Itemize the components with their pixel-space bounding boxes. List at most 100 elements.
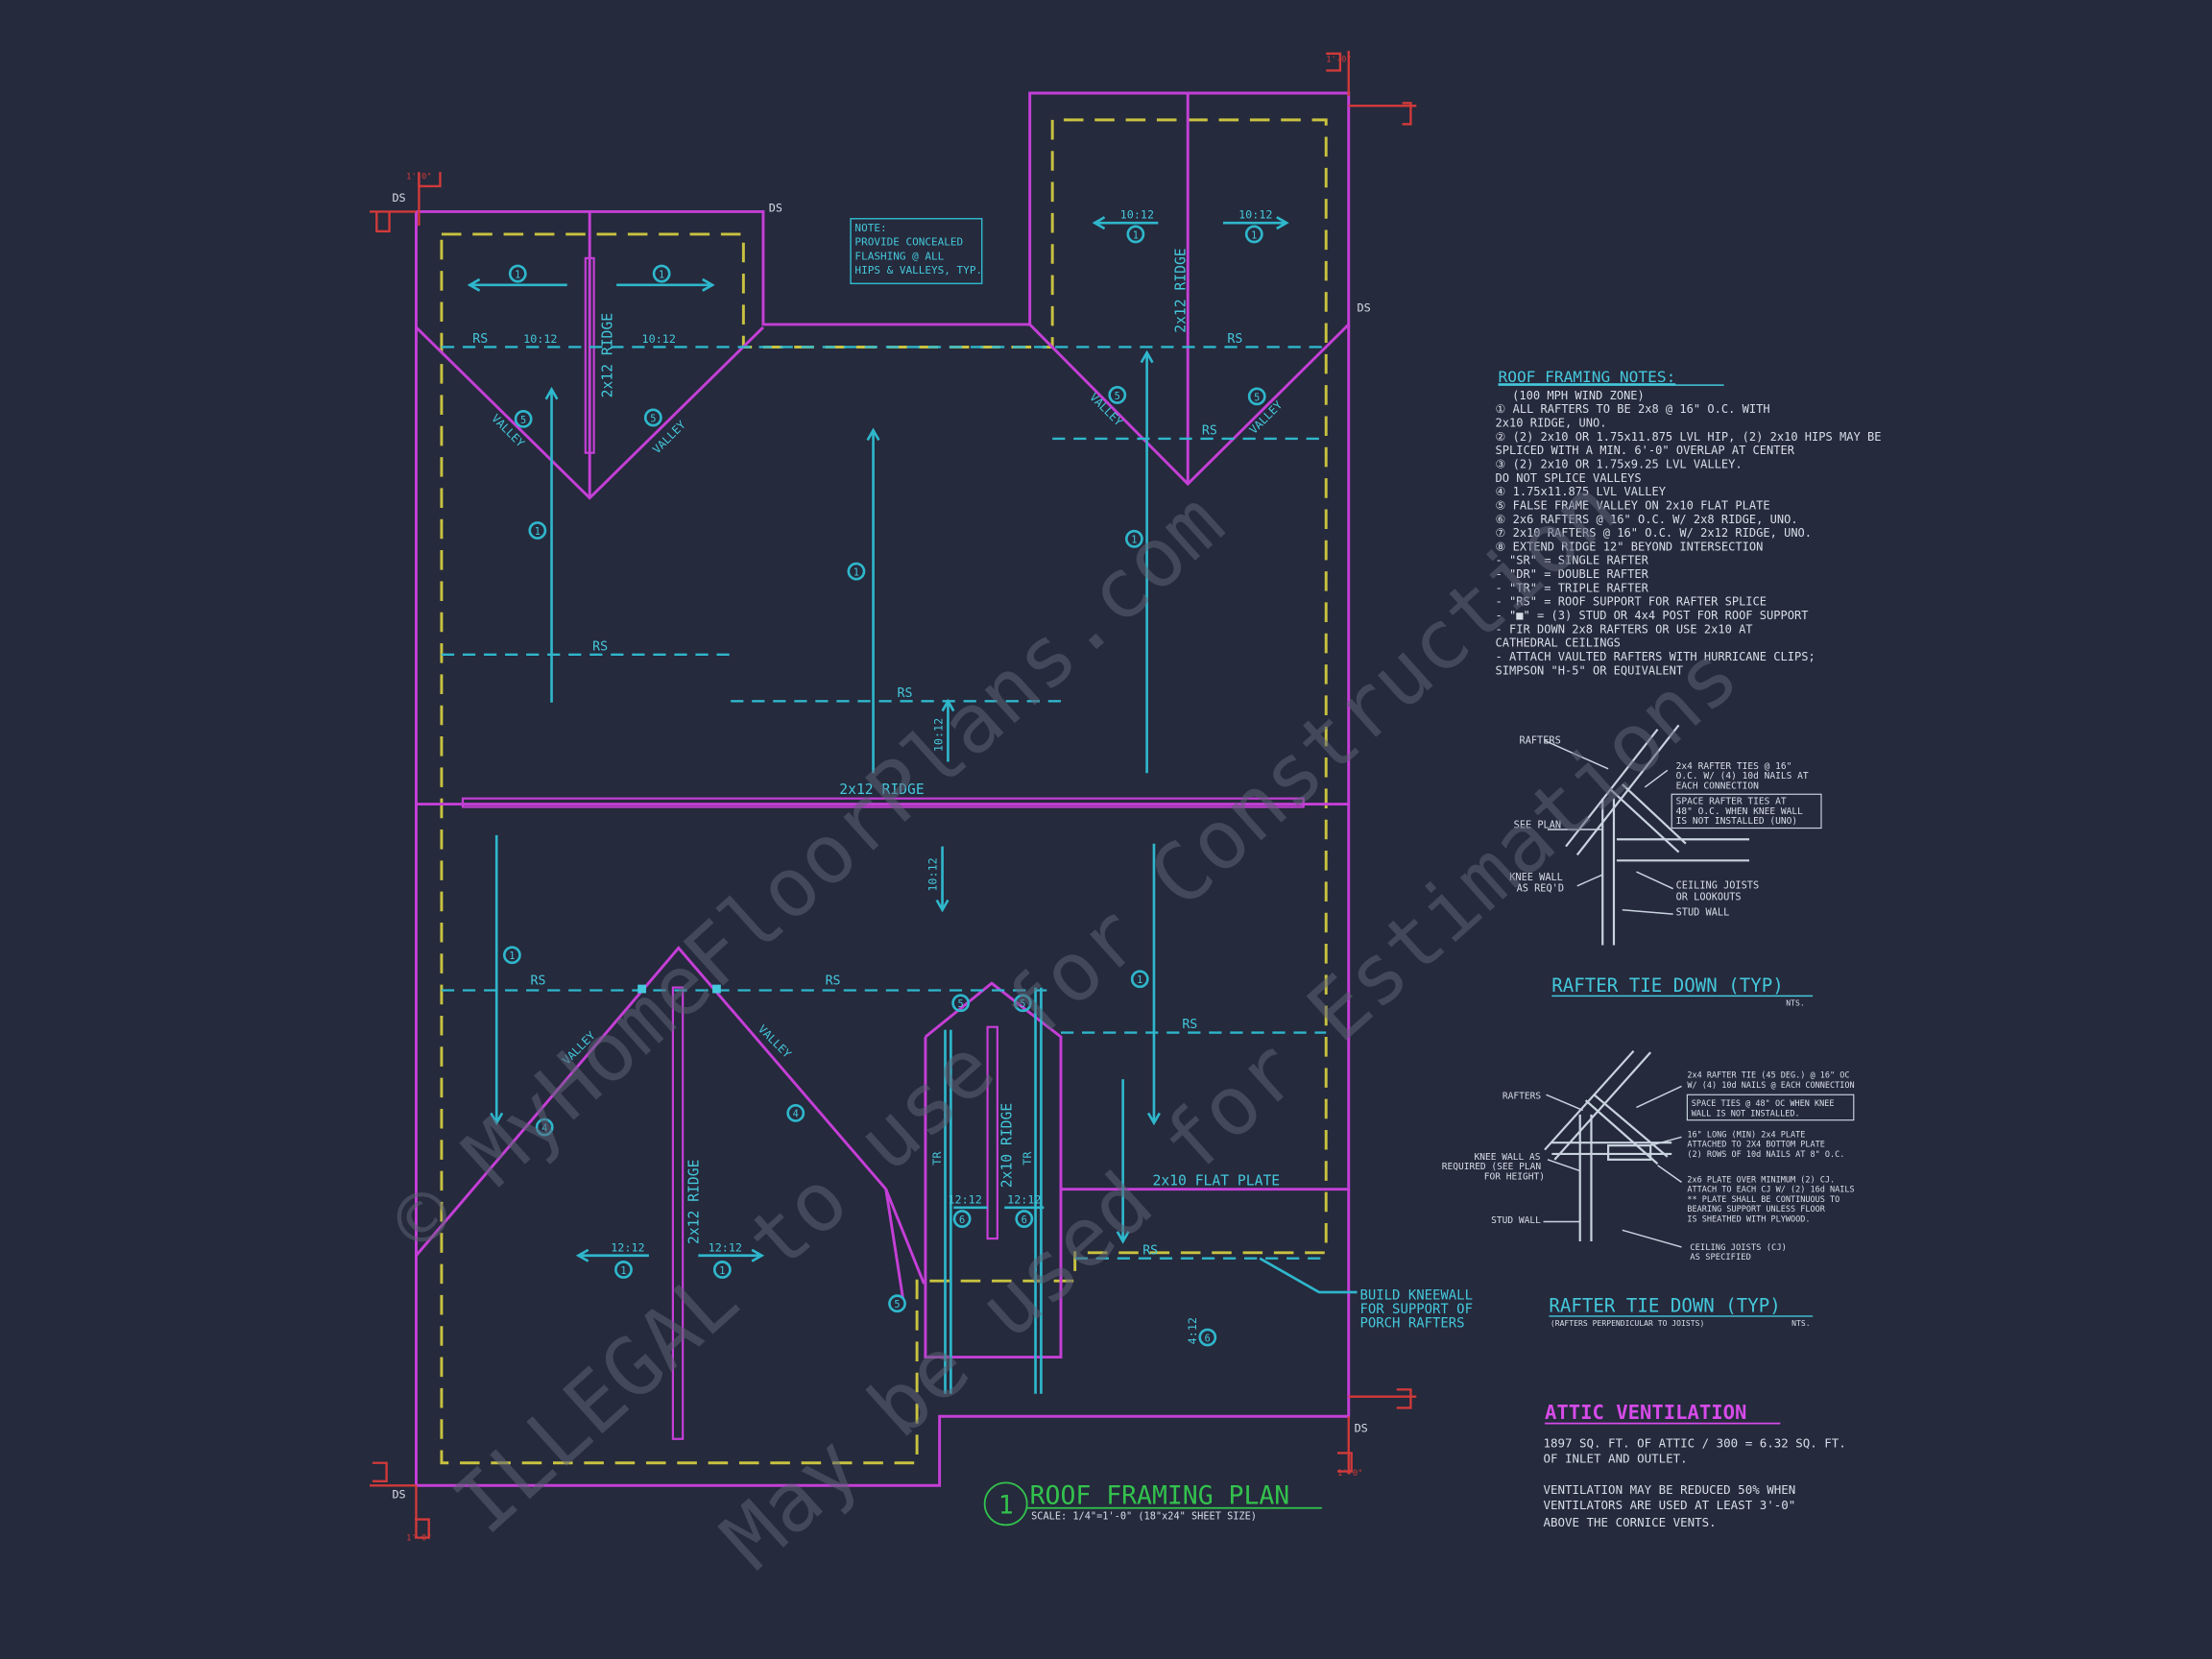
detail2-rafters-label: RAFTERS bbox=[1503, 1092, 1541, 1102]
callout-1: 1 bbox=[528, 521, 547, 540]
callout-1: 1 bbox=[712, 1261, 732, 1279]
svg-text:5: 5 bbox=[650, 413, 656, 424]
detail2-space-label: SPACE TIES @ 48" OC WHEN KNEE bbox=[1692, 1099, 1835, 1109]
flashing-note: NOTE: PROVIDE CONCEALED FLASHING @ ALL H… bbox=[850, 218, 983, 285]
detail2-space-label: WALL IS NOT INSTALLED. bbox=[1692, 1109, 1800, 1118]
svg-text:1: 1 bbox=[509, 950, 515, 962]
notes-line: DO NOT SPLICE VALLEYS bbox=[1496, 471, 1642, 485]
detail1-see-plan-label: SEE PLAN bbox=[1514, 820, 1561, 831]
ds-label: DS bbox=[1355, 1421, 1368, 1434]
notes-line: CATHEDRAL CEILINGS bbox=[1496, 637, 1621, 650]
callout-5: 5 bbox=[1247, 387, 1266, 406]
notes-line: - "■" = (3) STUD OR 4x4 POST FOR ROOF SU… bbox=[1496, 609, 1809, 622]
rafter-tie-detail-1: RAFTERS SEE PLAN KNEE WALL AS REQ'D 2x4 … bbox=[1509, 724, 1822, 1008]
svg-text:1: 1 bbox=[1137, 974, 1142, 986]
ridge-member-porch bbox=[986, 1025, 998, 1240]
svg-text:1: 1 bbox=[1133, 229, 1139, 241]
notes-line: - "DR" = DOUBLE RAFTER bbox=[1496, 567, 1649, 581]
ds-label: DS bbox=[769, 201, 782, 214]
detail1-space-label: 48" O.C. WHEN KNEE WALL bbox=[1676, 806, 1803, 817]
callout-5: 5 bbox=[888, 1294, 906, 1313]
detail2-plate2x6-label: 2x6 PLATE OVER MINIMUM (2) CJ. bbox=[1687, 1175, 1835, 1185]
detail1-stud-label: STUD WALL bbox=[1676, 907, 1730, 919]
detail2-plate-label: 16" LONG (MIN) 2x4 PLATE bbox=[1687, 1130, 1805, 1140]
callout-1: 1 bbox=[652, 264, 671, 283]
detail1-ceiling-label: CEILING JOISTS bbox=[1676, 880, 1760, 892]
plan-title: ROOF FRAMING PLAN bbox=[1030, 1480, 1290, 1510]
svg-text:1: 1 bbox=[515, 269, 520, 280]
callout-1: 1 bbox=[508, 264, 527, 283]
valley-label: VALLEY bbox=[756, 1022, 794, 1061]
span-arrows bbox=[467, 216, 1289, 1262]
pitch-label: 10:12 bbox=[642, 332, 676, 346]
pitch-label: 10:12 bbox=[932, 718, 946, 752]
detail1-rafters-label: RAFTERS bbox=[1520, 734, 1561, 746]
pitch-label: 12:12 bbox=[1007, 1192, 1041, 1206]
notes-line: - "RS" = ROOF SUPPORT FOR RAFTER SPLICE bbox=[1496, 595, 1767, 609]
ridge-member bbox=[461, 797, 1305, 808]
rs-label: RS bbox=[1142, 1243, 1158, 1258]
svg-text:1: 1 bbox=[719, 1265, 725, 1277]
flat-plate-label: 2x10 FLAT PLATE bbox=[1152, 1172, 1280, 1189]
plan-number: 1 bbox=[998, 1491, 1014, 1521]
callout-6: 6 bbox=[1198, 1328, 1217, 1347]
callout-1: 1 bbox=[614, 1261, 633, 1279]
callout-1: 1 bbox=[502, 946, 521, 965]
detail1-lines bbox=[1544, 724, 1750, 946]
detail2-lines bbox=[1543, 1049, 1682, 1248]
svg-text:FOR SUPPORT OF: FOR SUPPORT OF bbox=[1359, 1302, 1472, 1317]
detail2-tie-label: 2x4 RAFTER TIE (45 DEG.) @ 16" OC bbox=[1687, 1071, 1849, 1081]
detail2-plate2x6-label: ATTACH TO EACH CJ W/ (2) 16d NAILS bbox=[1687, 1186, 1854, 1195]
dimension-label: 1'-0" bbox=[406, 1534, 431, 1544]
post-marker bbox=[637, 984, 646, 994]
pitch-label: 12:12 bbox=[611, 1240, 644, 1254]
svg-text:5: 5 bbox=[894, 1299, 900, 1310]
detail1-knee-label: KNEE WALL bbox=[1509, 872, 1563, 883]
ds-label: DS bbox=[392, 191, 405, 204]
pitch-label: 12:12 bbox=[709, 1240, 742, 1254]
svg-text:HIPS & VALLEYS, TYP.: HIPS & VALLEYS, TYP. bbox=[854, 264, 982, 276]
porch-gable bbox=[924, 981, 1063, 1359]
ridge-member-bl bbox=[671, 986, 685, 1440]
svg-text:1: 1 bbox=[1131, 535, 1137, 546]
notes-line: SPLICED WITH A MIN. 6'-0" OVERLAP AT CEN… bbox=[1496, 444, 1795, 457]
detail2-cj-label: CEILING JOISTS (CJ) bbox=[1690, 1243, 1787, 1253]
notes-line: (100 MPH WIND ZONE) bbox=[1512, 389, 1645, 402]
detail2-subtitle: (RAFTERS PERPENDICULAR TO JOISTS) bbox=[1551, 1318, 1704, 1328]
svg-text:5: 5 bbox=[520, 415, 526, 426]
detail1-ties-label: EACH CONNECTION bbox=[1676, 781, 1759, 791]
svg-text:1: 1 bbox=[854, 567, 859, 579]
kneewall-leader bbox=[1259, 1257, 1358, 1294]
detail2-nts: NTS. bbox=[1791, 1318, 1810, 1328]
roof-framing-notes: ROOF FRAMING NOTES: (100 MPH WIND ZONE)①… bbox=[1496, 368, 1882, 677]
notes-line: ⑥ 2x6 RAFTERS @ 16" O.C. W/ 2x8 RIDGE, U… bbox=[1496, 513, 1798, 526]
rs-label: RS bbox=[592, 639, 608, 654]
detail2-plate-label: ATTACHED TO 2X4 BOTTOM PLATE bbox=[1687, 1141, 1825, 1150]
dimension-label: 1'-0" bbox=[406, 173, 431, 182]
svg-text:1: 1 bbox=[535, 526, 541, 538]
notes-line: - "TR" = TRIPLE RAFTER bbox=[1496, 581, 1649, 594]
attic-ventilation: ATTIC VENTILATION 1897 SQ. FT. OF ATTIC … bbox=[1544, 1401, 1846, 1529]
ridge-label: 2x12 RIDGE bbox=[600, 313, 616, 397]
attic-line: VENTILATORS ARE USED AT LEAST 3'-0" bbox=[1544, 1498, 1796, 1512]
rafter-tie-detail-2: RAFTERS KNEE WALL AS REQUIRED (SEE PLAN … bbox=[1442, 1049, 1855, 1328]
ridge-label: 2x12 RIDGE bbox=[685, 1160, 702, 1244]
notes-line: ① ALL RAFTERS TO BE 2x8 @ 16" O.C. WITH bbox=[1496, 402, 1770, 416]
callout-1: 1 bbox=[1130, 970, 1149, 989]
detail2-plate2x6-label: IS SHEATHED WITH PLYWOOD. bbox=[1687, 1214, 1810, 1224]
detail2-knee-label: KNEE WALL AS bbox=[1475, 1152, 1541, 1163]
detail1-space-label: SPACE RAFTER TIES AT bbox=[1676, 797, 1787, 807]
callout-5: 5 bbox=[514, 410, 533, 428]
callout-4: 4 bbox=[786, 1103, 805, 1122]
callout-5: 5 bbox=[951, 994, 971, 1013]
attic-line: ABOVE THE CORNICE VENTS. bbox=[1544, 1515, 1717, 1529]
svg-text:4: 4 bbox=[793, 1109, 799, 1120]
pitch-label: 10:12 bbox=[1120, 208, 1154, 222]
rs-label: RS bbox=[1227, 332, 1242, 347]
rs-label: RS bbox=[472, 332, 488, 347]
detail1-space-box bbox=[1671, 793, 1822, 830]
detail2-knee-label: FOR HEIGHT) bbox=[1484, 1171, 1545, 1182]
ridge-member-tl bbox=[584, 256, 595, 454]
callout-5: 5 bbox=[643, 408, 662, 427]
svg-text:4: 4 bbox=[541, 1122, 547, 1134]
